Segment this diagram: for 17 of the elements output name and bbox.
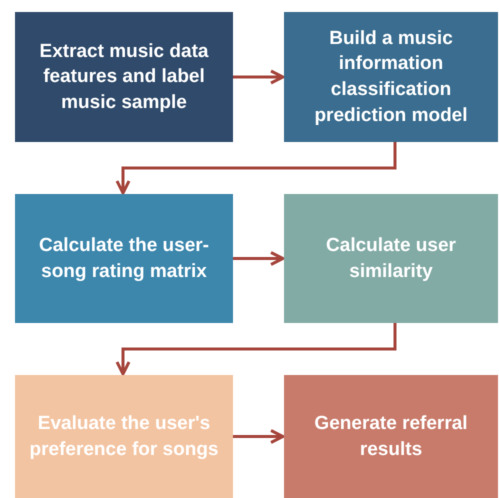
process-box xyxy=(15,194,233,323)
box-text: Generate referral results xyxy=(313,412,469,462)
arrow xyxy=(116,323,396,376)
process-box xyxy=(284,375,498,498)
box-text: Calculate the user-song rating matrix xyxy=(38,234,210,284)
arrow xyxy=(233,429,284,444)
arrow xyxy=(233,251,284,266)
arrow xyxy=(233,70,284,84)
process-box xyxy=(284,194,498,323)
process-box xyxy=(15,375,233,498)
process-box xyxy=(284,12,498,142)
box-text: Build a music information classification prediction model xyxy=(313,26,469,128)
box-text: Calculate user similarity xyxy=(325,234,457,284)
box-text: Evaluate the user's preference for songs xyxy=(28,412,220,462)
arrow xyxy=(116,142,396,194)
box-text: Extract music data features and label music sample xyxy=(38,40,210,115)
process-box xyxy=(15,12,233,142)
